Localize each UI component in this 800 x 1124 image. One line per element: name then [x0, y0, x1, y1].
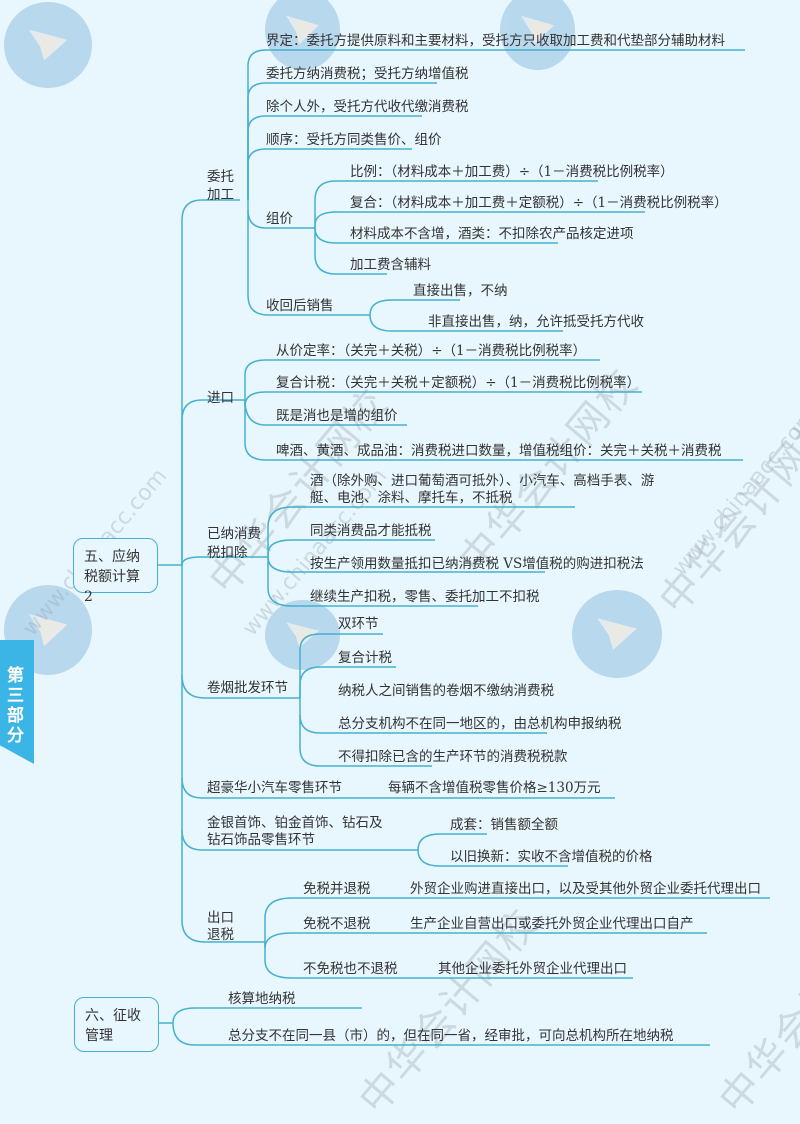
- leaf-node[interactable]: 同类消费品才能抵税: [310, 523, 432, 539]
- leaf-node[interactable]: 成套：销售额全额: [450, 817, 558, 833]
- branch-import[interactable]: 进口: [207, 390, 234, 406]
- branch-entrusted-processing[interactable]: 委托加工: [207, 169, 234, 203]
- leaf-node[interactable]: 以旧换新：实收不含增值税的价格: [450, 849, 653, 865]
- watermark-logo: [265, 0, 340, 70]
- leaf-node[interactable]: 生产企业自营出口或委托外贸企业代理出口自产: [410, 916, 694, 932]
- leaf-node[interactable]: 继续生产扣税，零售、委托加工不扣税: [310, 589, 540, 605]
- leaf-node[interactable]: 比例：（材料成本＋加工费）÷（1－消费税比例税率）: [350, 164, 674, 180]
- leaf-node[interactable]: 复合计税：（关完＋关税＋定额税）÷（1－消费税比例税率）: [276, 375, 641, 391]
- leaf-node[interactable]: 除个人外，受托方代收代缴消费税: [266, 99, 469, 115]
- watermark-logo: [4, 2, 92, 88]
- leaf-node[interactable]: 纳税人之间销售的卷烟不缴纳消费税: [338, 683, 554, 699]
- root-node-label: 五、应纳税额计算2: [84, 549, 140, 605]
- section-tab-label: 第三部分: [7, 666, 24, 746]
- leaf-node[interactable]: 总分支机构不在同一地区的，由总机构申报纳税: [338, 716, 622, 732]
- leaf-node[interactable]: 直接出售，不纳: [413, 283, 508, 299]
- section-tab: 第三部分: [0, 640, 34, 764]
- sub-branch-no-exempt-no-refund[interactable]: 不免税也不退税: [303, 961, 398, 977]
- mindmap-connectors: [157, 49, 770, 1046]
- leaf-node[interactable]: 复合计税: [338, 650, 392, 666]
- leaf-node[interactable]: 其他企业委托外贸企业代理出口: [438, 961, 627, 977]
- leaf-node[interactable]: 总分支不在同一县（市）的，但在同一省，经审批，可向总机构所在地纳税: [228, 1028, 674, 1044]
- watermark-logo: [572, 590, 662, 678]
- branch-luxury-car-retail[interactable]: 超豪华小汽车零售环节: [207, 780, 342, 796]
- leaf-node[interactable]: 按生产领用数量抵扣已纳消费税 VS增值税的购进扣税法: [310, 556, 644, 572]
- sub-branch-exempt-no-refund[interactable]: 免税不退税: [303, 916, 371, 932]
- branch-cigarette-wholesale[interactable]: 卷烟批发环节: [207, 680, 288, 696]
- leaf-node[interactable]: 既是消也是增的组价: [276, 408, 398, 424]
- leaf-node[interactable]: 界定：委托方提供原料和主要材料，受托方只收取加工费和代垫部分辅助材料: [266, 33, 725, 49]
- sub-branch-composite-price[interactable]: 组价: [266, 211, 293, 227]
- sub-branch-exempt-refund[interactable]: 免税并退税: [303, 881, 371, 897]
- branch-jewelry-retail[interactable]: 金银首饰、铂金首饰、钻石及钻石饰品零售环节: [207, 815, 383, 848]
- leaf-node[interactable]: 啤酒、黄酒、成品油：消费税进口数量，增值税组价：关完＋关税＋消费税: [276, 443, 722, 459]
- branch-export-refund[interactable]: 出口退税: [207, 910, 234, 943]
- leaf-node[interactable]: 外贸企业购进直接出口，以及受其他外贸企业委托代理出口: [410, 881, 761, 897]
- root-node-label: 六、征收管理: [85, 1008, 141, 1044]
- watermark-logo: [265, 600, 340, 670]
- leaf-node[interactable]: 酒（除外购、进口葡萄酒可抵外）、小汽车、高档手表、游艇、电池、涂料、摩托车，不抵…: [310, 473, 655, 506]
- root-node-tax-calculation[interactable]: 五、应纳税额计算2: [73, 538, 158, 605]
- watermark-logo: [500, 0, 575, 70]
- leaf-node[interactable]: 从价定率：（关完＋关税）÷（1－消费税比例税率）: [276, 343, 587, 359]
- sub-branch-resale[interactable]: 收回后销售: [266, 298, 334, 314]
- leaf-node[interactable]: 材料成本不含增，酒类：不扣除农产品核定进项: [350, 226, 634, 242]
- branch-paid-tax-deduction[interactable]: 已纳消费税扣除: [207, 526, 261, 561]
- leaf-node[interactable]: 委托方纳消费税；受托方纳增值税: [266, 66, 469, 82]
- leaf-node[interactable]: 非直接出售，纳，允许抵受托方代收: [428, 314, 644, 330]
- leaf-node[interactable]: 双环节: [338, 616, 379, 632]
- leaf-node[interactable]: 核算地纳税: [228, 991, 296, 1007]
- root-node-collection-management[interactable]: 六、征收管理: [74, 997, 159, 1052]
- leaf-node[interactable]: 顺序：受托方同类售价、组价: [266, 132, 442, 148]
- leaf-node[interactable]: 每辆不含增值税零售价格≥130万元: [388, 780, 601, 796]
- leaf-node[interactable]: 不得扣除已含的生产环节的消费税税款: [338, 749, 568, 765]
- leaf-node[interactable]: 加工费含辅料: [350, 257, 431, 273]
- leaf-node[interactable]: 复合：（材料成本＋加工费＋定额税）÷（1－消费税比例税率）: [350, 195, 728, 211]
